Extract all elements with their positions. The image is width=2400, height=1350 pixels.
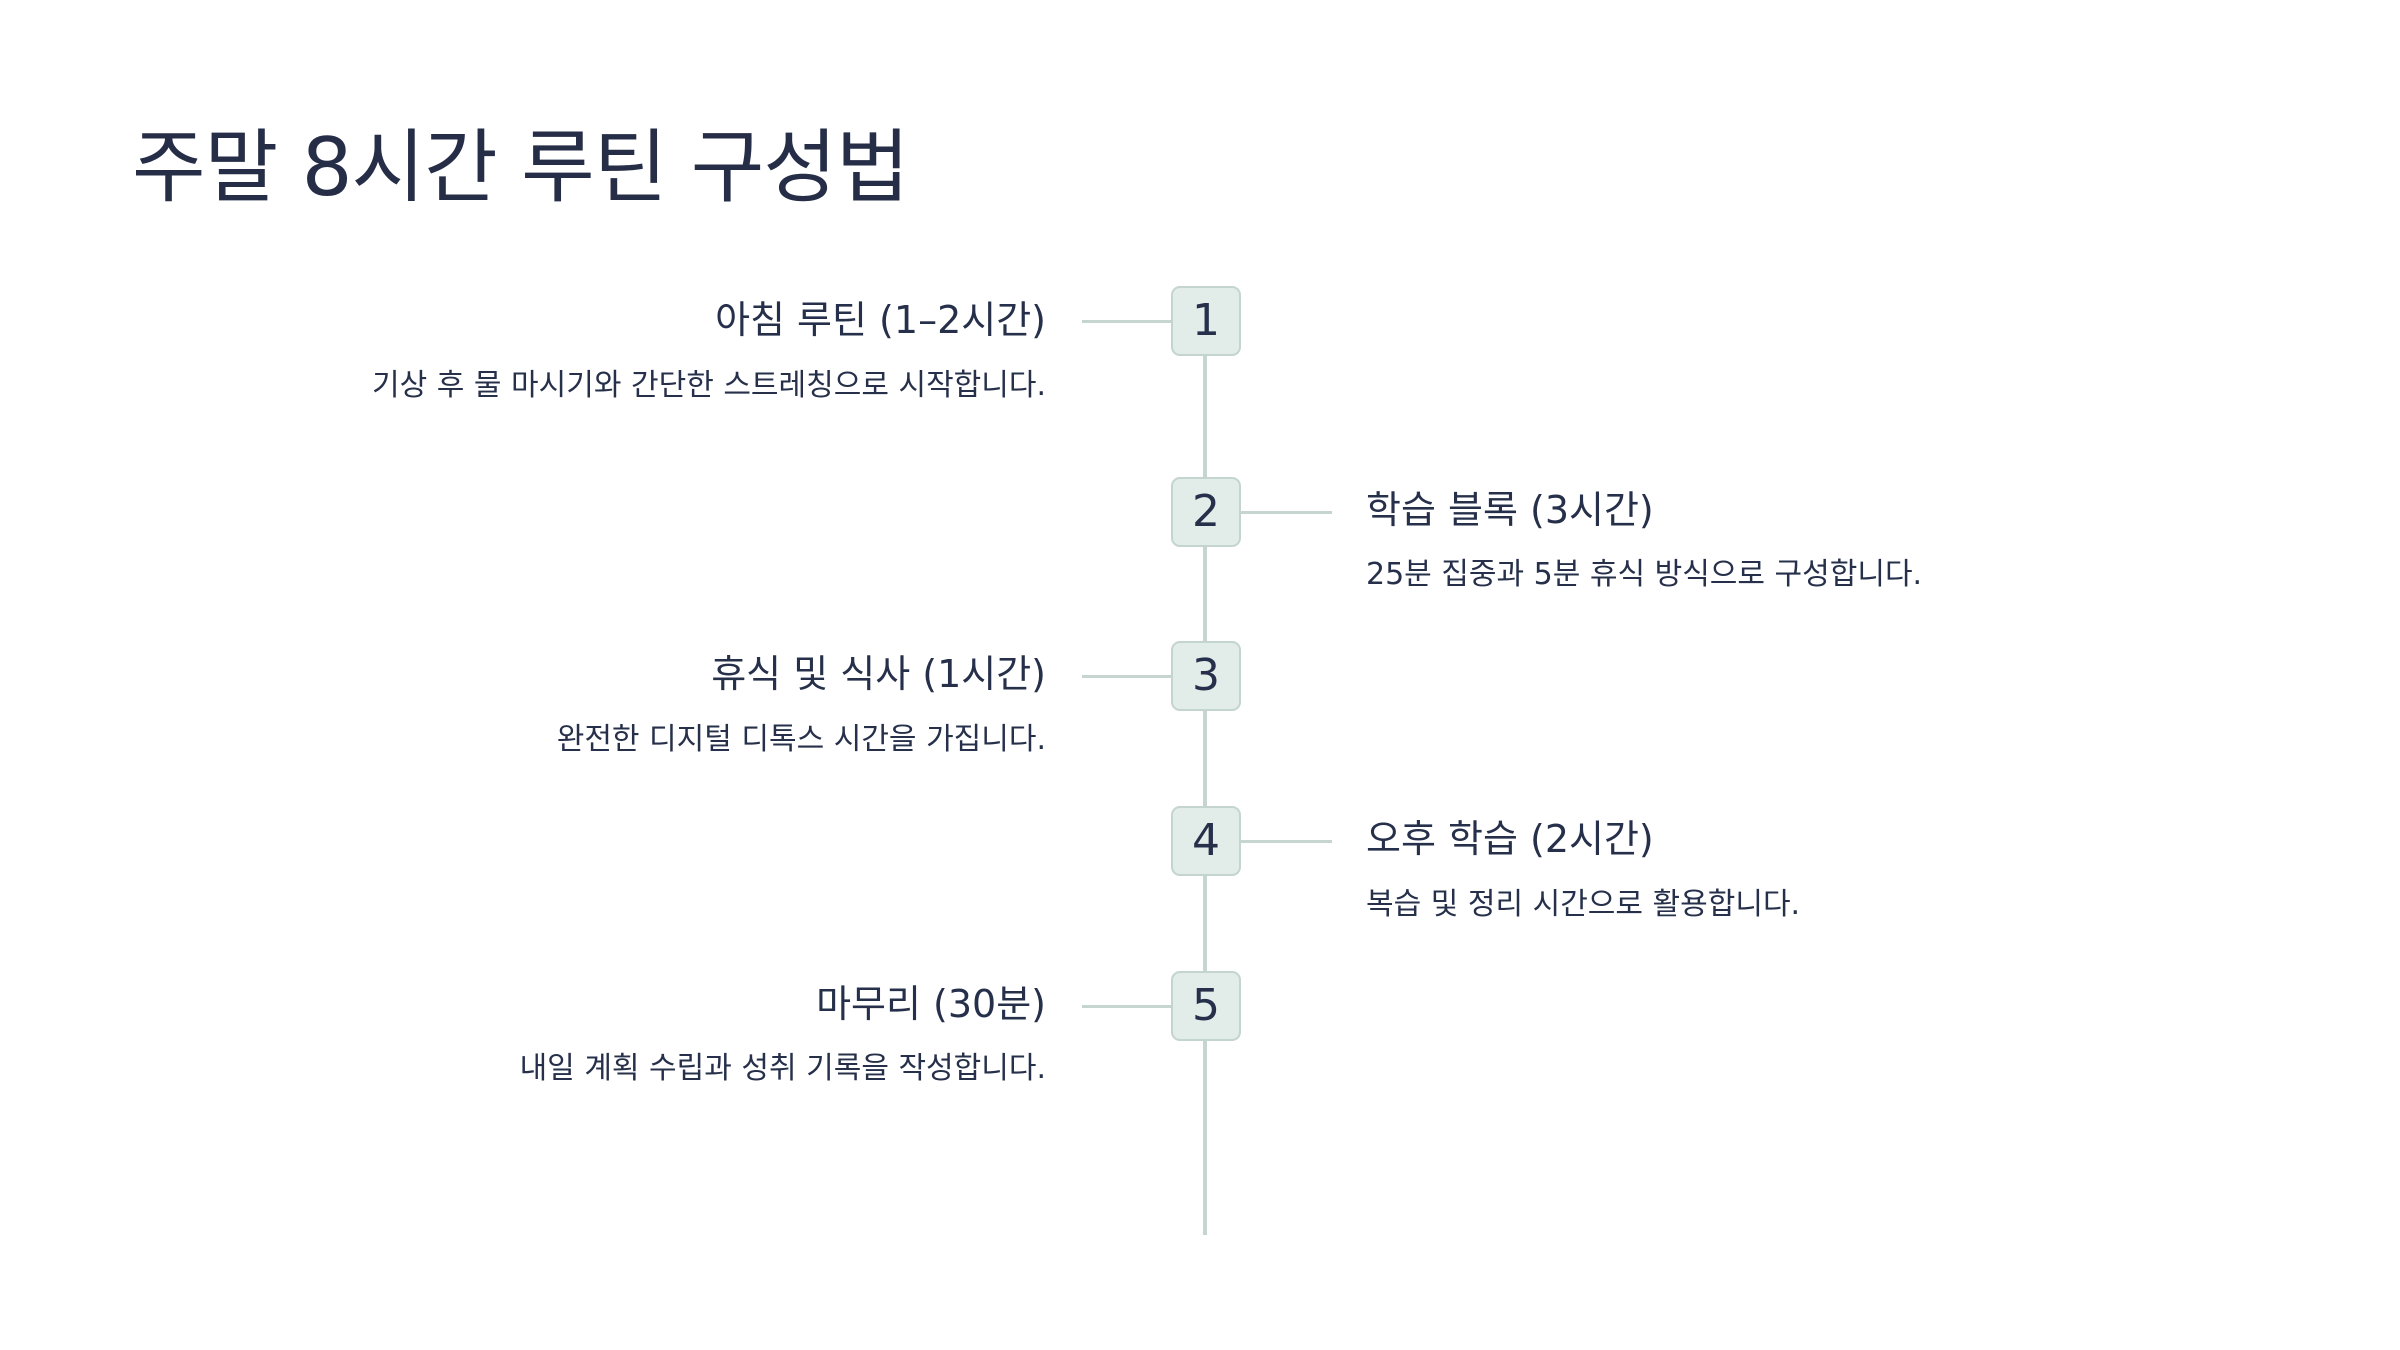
timeline-spine xyxy=(1203,320,1207,1235)
timeline-connector-1 xyxy=(1082,320,1174,323)
step-title-5: 마무리 (30분) xyxy=(816,982,1046,1026)
slide-title: 주말 8시간 루틴 구성법 xyxy=(132,121,910,214)
timeline-connector-3 xyxy=(1082,675,1174,678)
step-title-3: 휴식 및 식사 (1시간) xyxy=(711,652,1046,696)
timeline-connector-2 xyxy=(1240,511,1332,514)
step-number-badge-3: 3 xyxy=(1171,641,1241,711)
step-number-badge-5: 5 xyxy=(1171,971,1241,1041)
step-title-1: 아침 루틴 (1–2시간) xyxy=(715,298,1046,342)
step-number-badge-4: 4 xyxy=(1171,806,1241,876)
step-number-badge-2: 2 xyxy=(1171,477,1241,547)
step-description-3: 완전한 디지털 디톡스 시간을 가집니다. xyxy=(556,722,1046,757)
timeline-connector-5 xyxy=(1082,1005,1174,1008)
step-title-4: 오후 학습 (2시간) xyxy=(1366,817,1654,861)
timeline-connector-4 xyxy=(1240,840,1332,843)
step-title-2: 학습 블록 (3시간) xyxy=(1366,488,1654,532)
step-number-badge-1: 1 xyxy=(1171,286,1241,356)
step-description-2: 25분 집중과 5분 휴식 방식으로 구성합니다. xyxy=(1366,557,1923,592)
step-description-5: 내일 계획 수립과 성취 기록을 작성합니다. xyxy=(519,1051,1046,1086)
step-description-1: 기상 후 물 마시기와 간단한 스트레칭으로 시작합니다. xyxy=(372,368,1046,403)
step-description-4: 복습 및 정리 시간으로 활용합니다. xyxy=(1366,887,1801,922)
